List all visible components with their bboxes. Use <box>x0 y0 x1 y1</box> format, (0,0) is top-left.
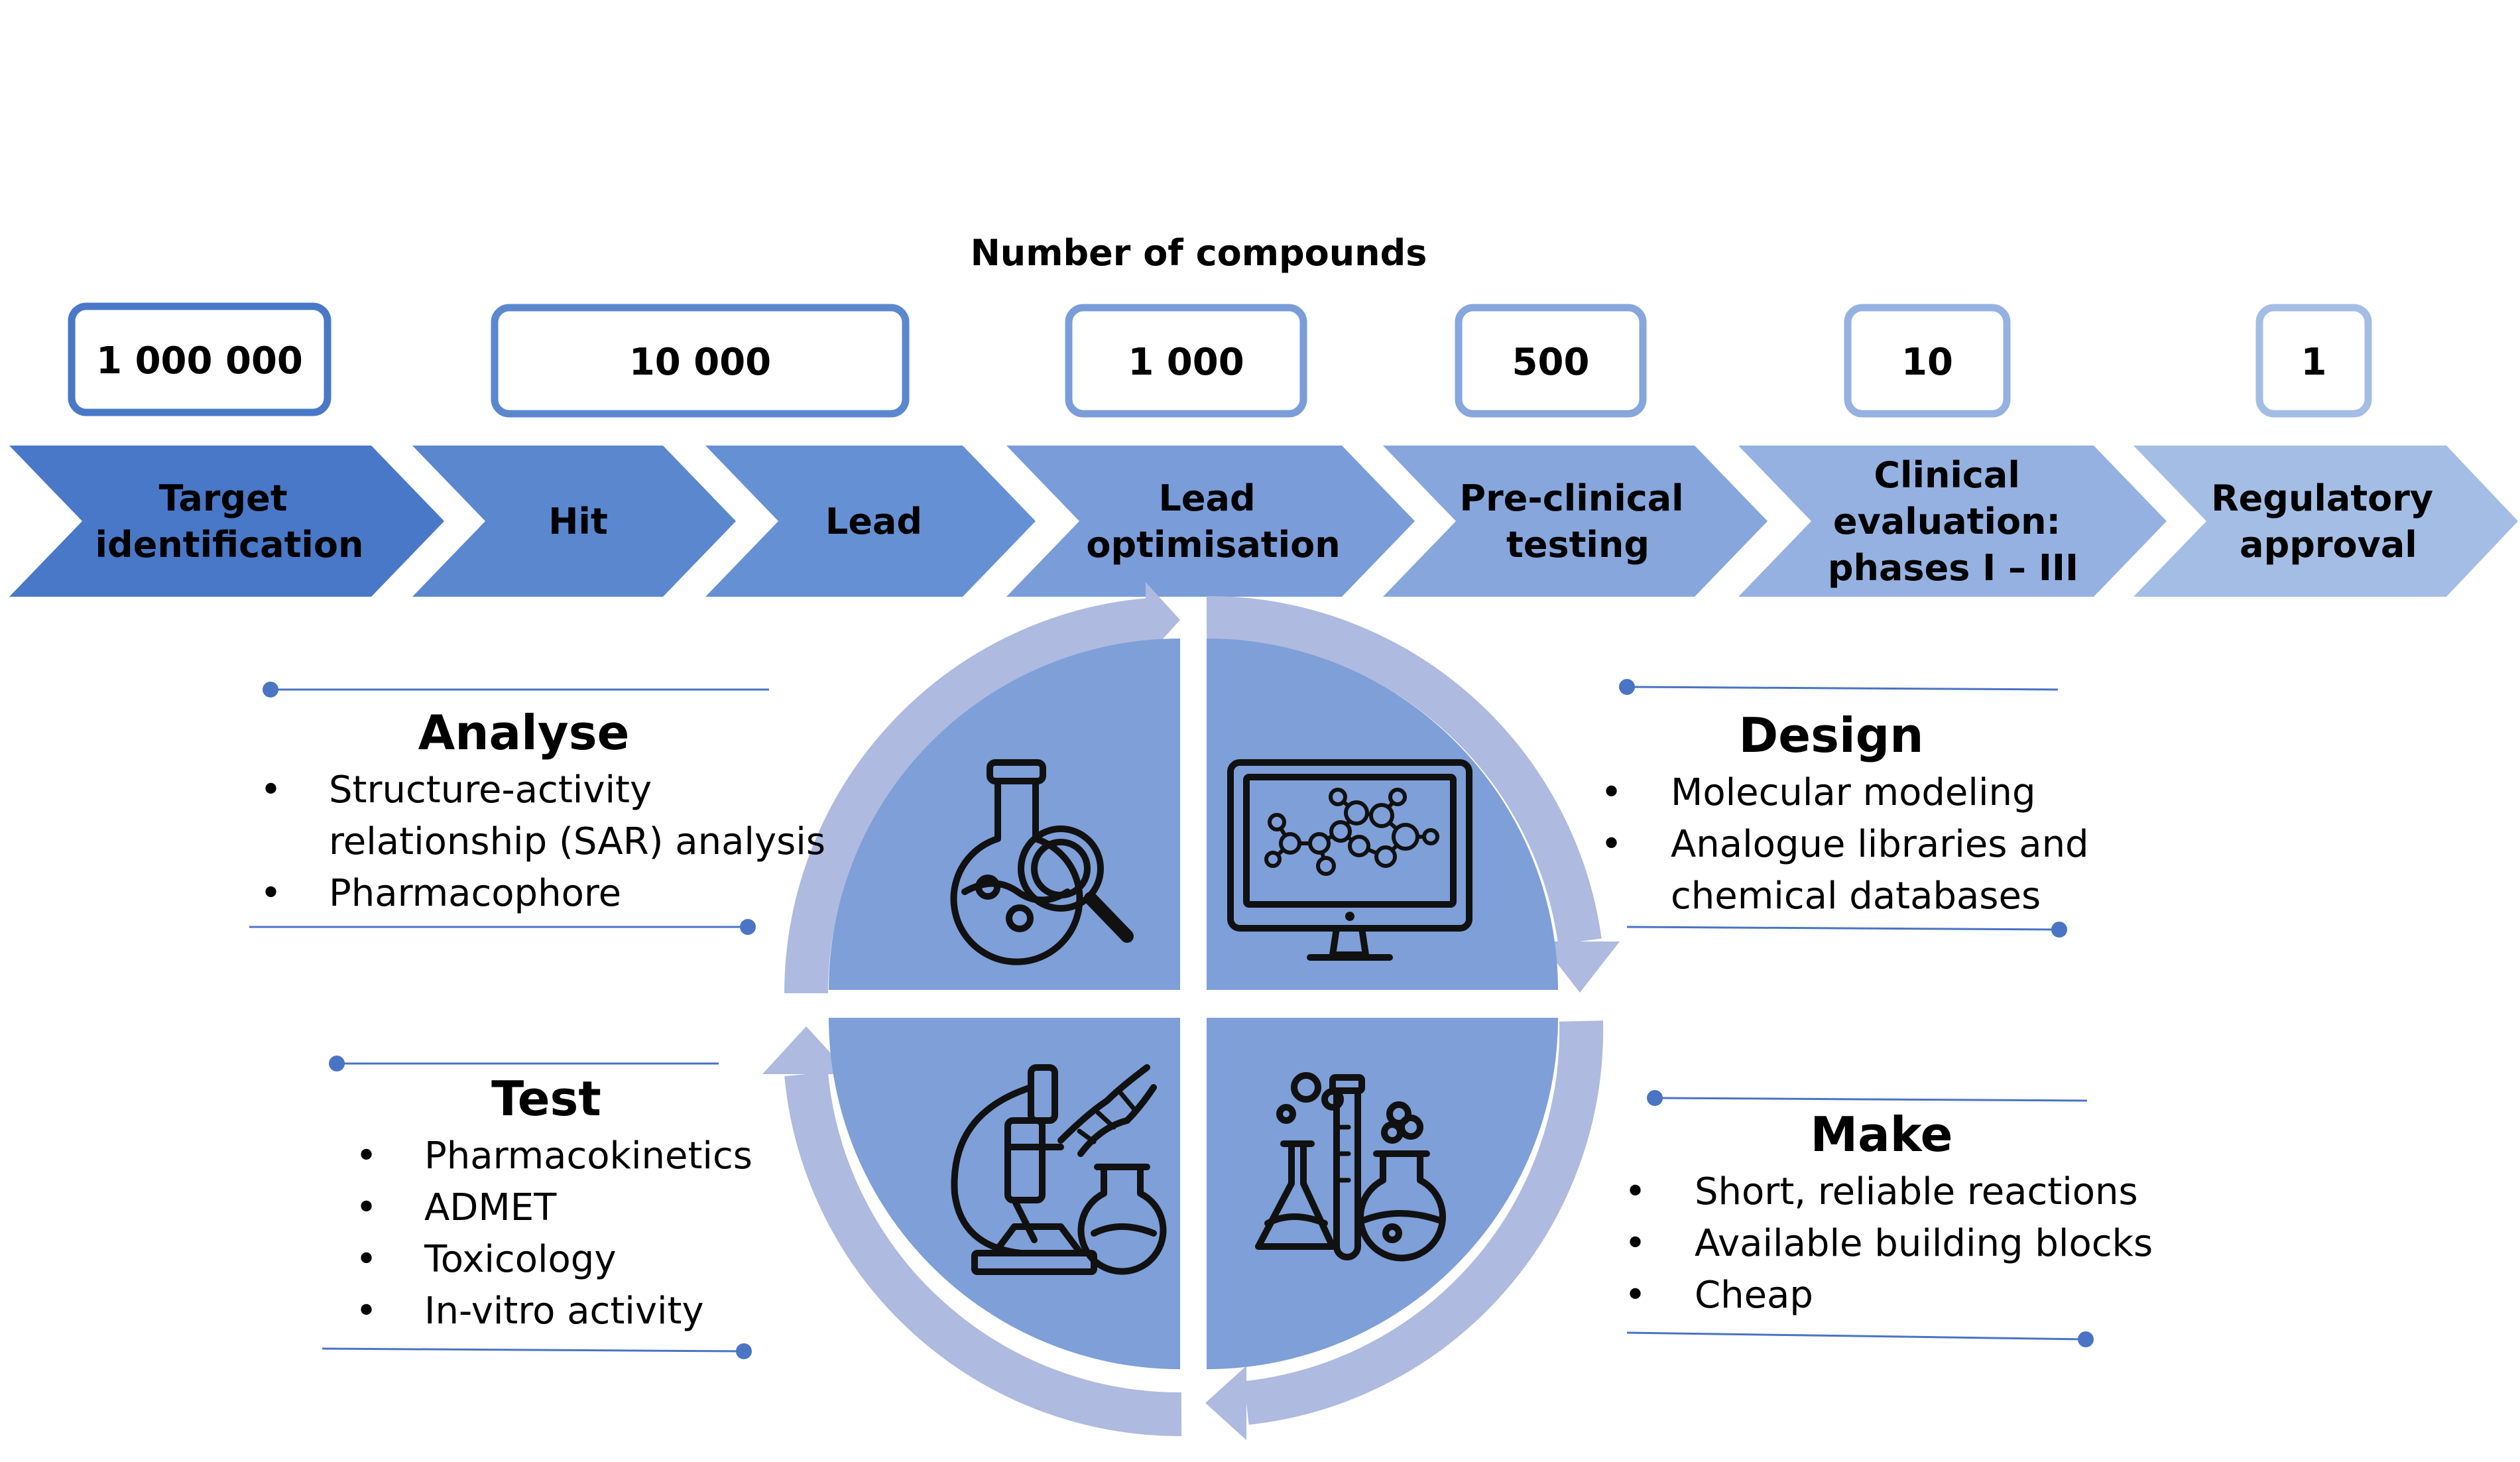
stage-label-1: Hit <box>548 501 608 542</box>
test-item-3: In-vitro activity <box>424 1290 704 1333</box>
count-value-1: 10 000 <box>629 341 771 384</box>
design-bullet-0: • <box>1600 771 1622 814</box>
compounds-header: Number of compounds <box>971 232 1427 274</box>
make-title: Make <box>1810 1107 1952 1162</box>
analyse-section: Analyse • Structure-activity relationshi… <box>249 682 825 935</box>
count-box-2 <box>1065 304 1307 418</box>
molecule-graph <box>1264 788 1439 876</box>
make-item-1: Available building blocks <box>1695 1222 2153 1265</box>
test-bullet-3: • <box>355 1290 377 1333</box>
ring-arrow-top-right <box>1540 942 1620 993</box>
count-box-4 <box>1844 304 2011 418</box>
stage-chevron-5 <box>1738 446 2167 597</box>
quadrant-make <box>1207 1018 1558 1369</box>
ring-arc-bottom-right <box>1244 1020 1604 1425</box>
test-item-0: Pharmacokinetics <box>424 1134 752 1178</box>
analyse-item-0: Structure-activity relationship (SAR) an… <box>329 768 825 863</box>
count-boxes: 1 000 000 10 000 1 000 500 10 1 <box>68 302 2372 418</box>
make-bottom-rule <box>1626 1331 2086 1341</box>
cycle-ring <box>762 582 1620 1440</box>
test-bottom-dot <box>736 1343 752 1359</box>
design-item-0: Molecular modeling <box>1671 771 2036 814</box>
test-item-2: Toxicology <box>424 1238 617 1281</box>
test-title: Test <box>491 1071 601 1127</box>
ring-arrow-top-left <box>1146 582 1180 658</box>
stage-label-2: Lead <box>825 501 922 542</box>
count-value-4: 10 <box>1901 341 1953 384</box>
ring-arrow-bottom-left <box>762 1026 850 1074</box>
count-box-1 <box>491 304 910 418</box>
stage-chevron-2 <box>705 446 1036 597</box>
stage-chevron-3 <box>1006 446 1415 597</box>
monitor-molecule-icon <box>1227 759 1472 961</box>
analyse-bottom-dot <box>740 919 756 935</box>
analyse-item-1: Pharmacophore <box>329 872 621 915</box>
ring-arc-top-right <box>1206 595 1602 945</box>
make-section: Make • Short, reliable reactions • Avail… <box>1624 1090 2153 1347</box>
make-bullet-0: • <box>1624 1170 1646 1213</box>
count-value-0: 1 000 000 <box>96 339 303 383</box>
analyse-bullet-0: • <box>260 768 282 812</box>
design-bullet-1: • <box>1600 823 1622 866</box>
test-item-1: ADMET <box>424 1186 557 1229</box>
make-bullet-2: • <box>1624 1274 1646 1317</box>
design-section: Design • Molecular modeling • Analogue l… <box>1600 679 2100 938</box>
stage-label-6: Regulatory approval <box>2211 477 2446 566</box>
stage-label-4: Pre-clinical testing <box>1460 477 1697 566</box>
test-bullet-1: • <box>355 1186 377 1229</box>
count-value-3: 500 <box>1512 341 1590 384</box>
test-bullet-2: • <box>355 1238 377 1281</box>
stage-chevron-0 <box>9 446 444 597</box>
stage-chevrons <box>9 446 2518 597</box>
ring-arc-bottom-left <box>784 1071 1182 1437</box>
stage-label-5: Clinical evaluation: phases I – III <box>1828 454 2078 589</box>
stage-label-0: Target identification <box>95 477 364 566</box>
analyse-title: Analyse <box>418 705 630 761</box>
microscope-dna-icon <box>951 1064 1167 1275</box>
design-bottom-dot <box>2051 922 2067 938</box>
count-box-5 <box>2255 304 2372 418</box>
design-top-rule <box>1626 686 2059 691</box>
stage-label-3: Lead optimisation <box>1086 477 1340 566</box>
dmta-cycle <box>762 582 1620 1440</box>
count-value-5: 1 <box>2301 341 2327 384</box>
count-box-0 <box>68 302 331 416</box>
count-box-3 <box>1455 304 1647 418</box>
analyse-bullet-1: • <box>260 872 282 915</box>
ring-arrow-bottom-right <box>1205 1366 1246 1440</box>
design-bottom-rule <box>1626 926 2060 931</box>
make-bottom-dot <box>2078 1331 2094 1347</box>
lab-glassware-icon <box>1255 1072 1446 1262</box>
design-item-1: Analogue libraries and chemical database… <box>1671 823 2100 918</box>
make-bullet-1: • <box>1624 1222 1646 1265</box>
stage-labels: Target identification Hit Lead Lead opti… <box>95 454 2446 589</box>
design-title: Design <box>1739 707 1924 763</box>
test-section: Test • Pharmacokinetics • ADMET • Toxico… <box>322 1056 752 1359</box>
ring-arc-top-left <box>784 598 1150 994</box>
stage-chevron-6 <box>2133 446 2518 597</box>
test-bullet-0: • <box>355 1134 377 1178</box>
make-item-2: Cheap <box>1695 1274 1813 1317</box>
stage-chevron-4 <box>1383 446 1768 597</box>
flask-magnifier-icon <box>950 759 1134 965</box>
make-item-0: Short, reliable reactions <box>1695 1170 2138 1213</box>
test-bottom-rule <box>322 1347 745 1353</box>
stage-chevron-1 <box>412 446 736 597</box>
make-top-rule <box>1654 1097 2088 1102</box>
count-value-2: 1 000 <box>1128 341 1244 384</box>
